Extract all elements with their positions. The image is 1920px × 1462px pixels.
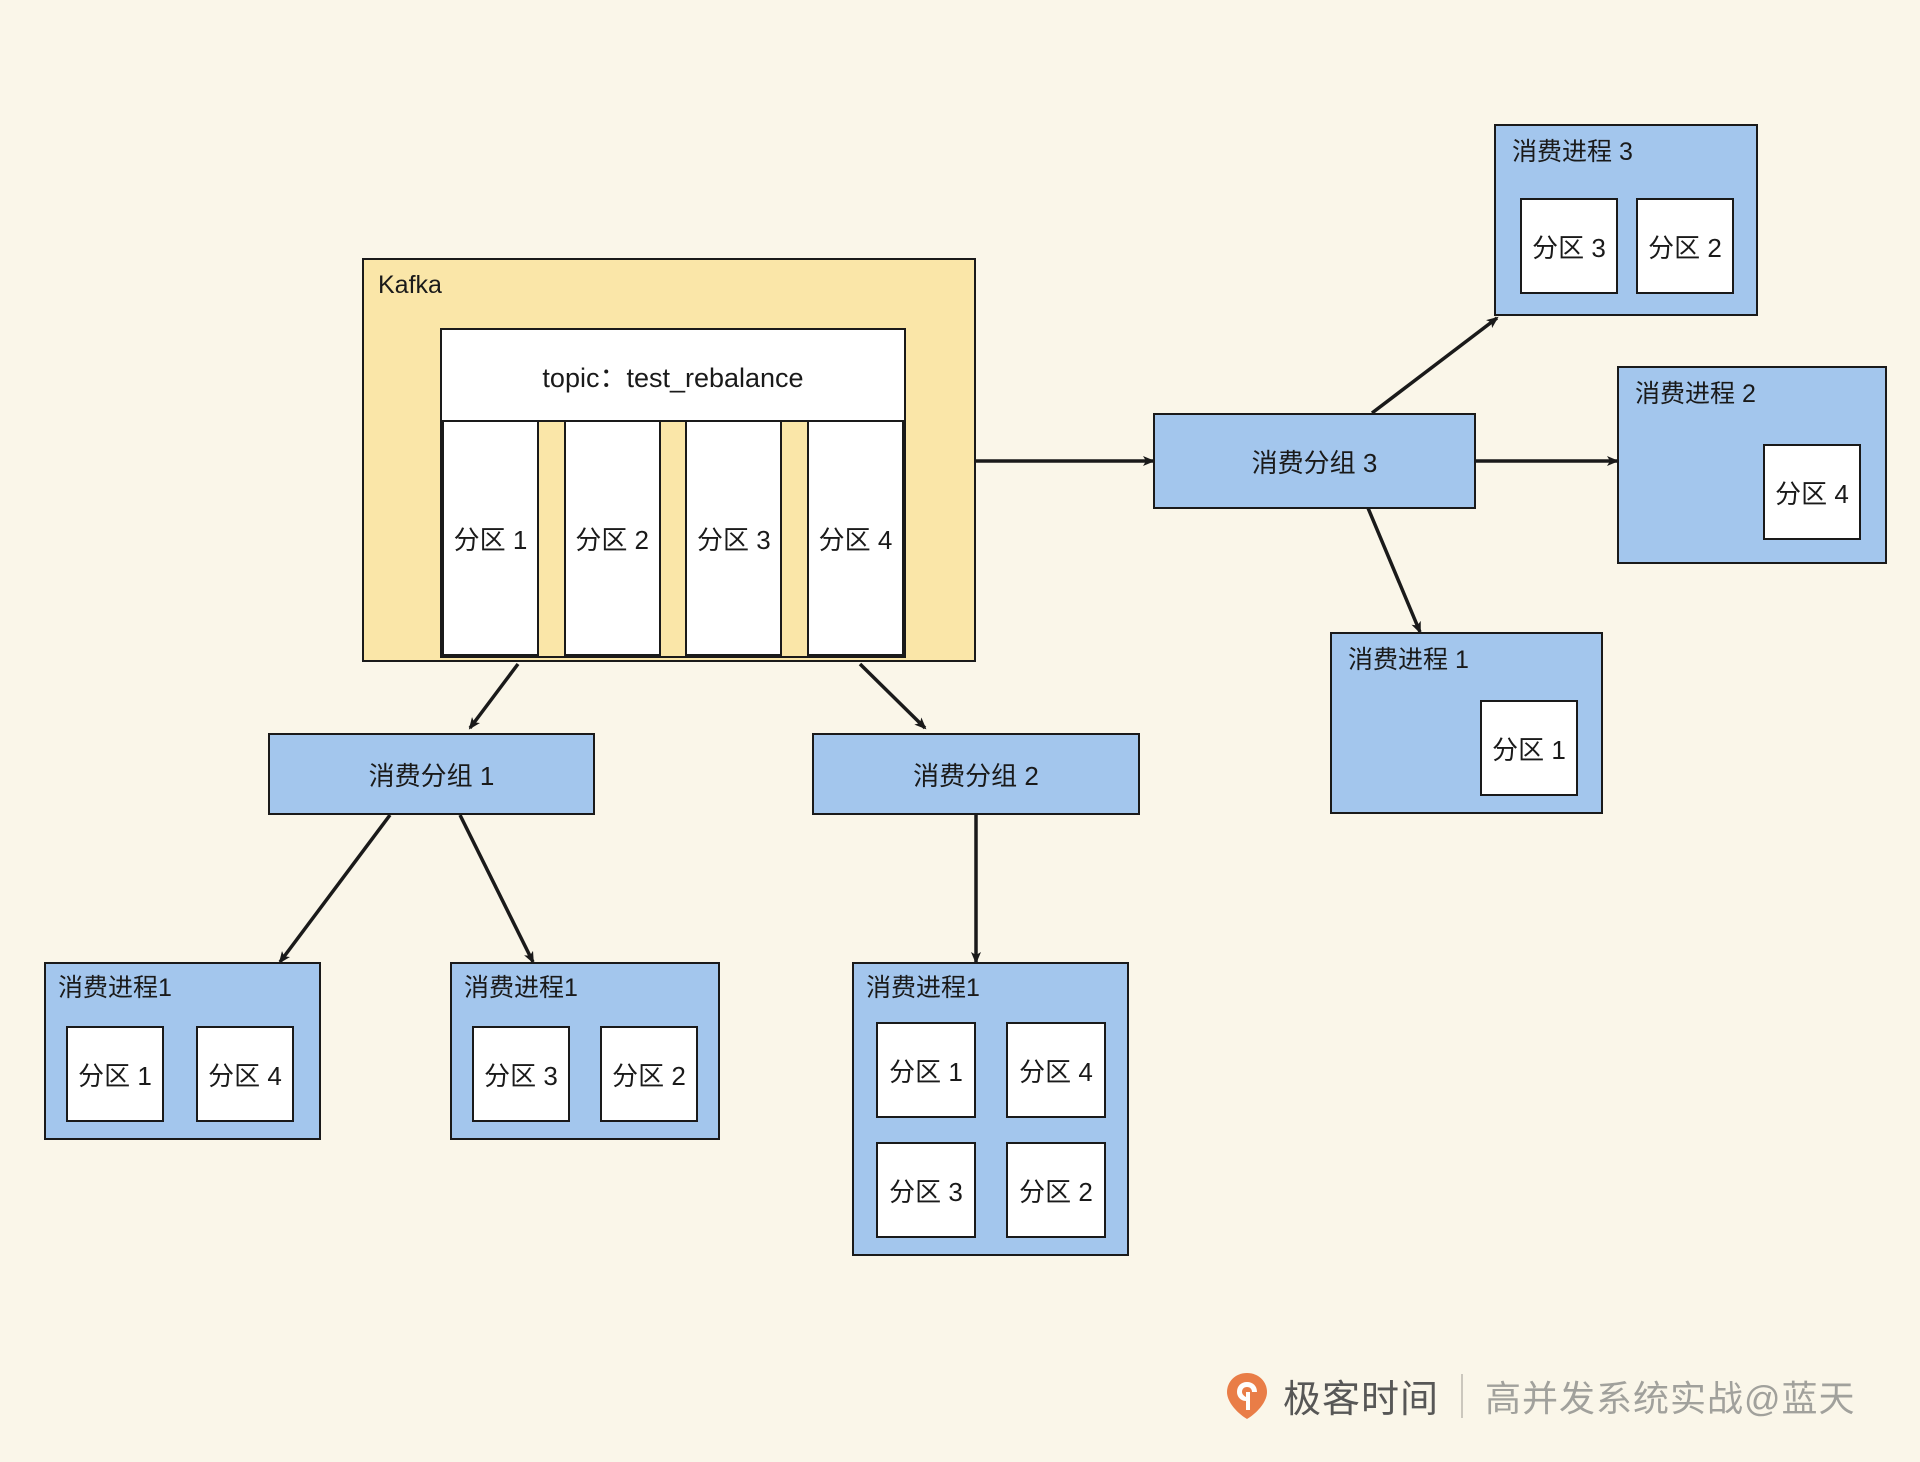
watermark-brand: 极客时间 [1283, 1379, 1440, 1421]
watermark-divider [1461, 1373, 1464, 1418]
consumer-process-1-group3-label: 消费进程 1 [1348, 646, 1469, 674]
edge-group1-to-procA [278, 813, 392, 964]
partition-cell-3[interactable]: 分区 3 [685, 422, 783, 656]
consumer-process-group1-b[interactable]: 消费进程1 分区 3 分区 2 [450, 962, 720, 1140]
partition-cell-4[interactable]: 分区 4 [806, 422, 904, 656]
geekbang-logo-icon [1225, 1371, 1269, 1421]
process3-partition-1[interactable]: 分区 3 [1520, 198, 1618, 294]
edge-group3-to-proc1 [1366, 507, 1422, 634]
consumer-process-group2-label: 消费进程1 [866, 974, 980, 1002]
consumer-process-group1-a[interactable]: 消费进程1 分区 1 分区 4 [44, 962, 321, 1140]
g1a-partition-1[interactable]: 分区 1 [66, 1026, 164, 1122]
g1a-partition-2[interactable]: 分区 4 [196, 1026, 294, 1122]
consumer-group-1[interactable]: 消费分组 1 [268, 733, 595, 815]
consumer-process-2-label: 消费进程 2 [1635, 380, 1756, 408]
watermark: 极客时间 高并发系统实战@蓝天 [1225, 1368, 1856, 1423]
topic-title: topic：test_rebalance [442, 330, 904, 422]
consumer-group-3[interactable]: 消费分组 3 [1153, 413, 1476, 509]
consumer-process-3[interactable]: 消费进程 3 分区 3 分区 2 [1494, 124, 1758, 316]
kafka-label: Kafka [378, 271, 442, 299]
consumer-group-3-label: 消费分组 3 [1251, 447, 1378, 478]
consumer-process-3-label: 消费进程 3 [1512, 138, 1633, 166]
edge-kafka-to-group1 [468, 662, 520, 730]
partition-strip: 分区 1 分区 2 分区 3 分区 4 [442, 422, 904, 656]
process3-partition-2[interactable]: 分区 2 [1636, 198, 1734, 294]
edge-group3-to-proc3 [1370, 316, 1499, 415]
consumer-group-2-label: 消费分组 2 [913, 760, 1039, 791]
g1b-partition-1[interactable]: 分区 3 [472, 1026, 570, 1122]
consumer-process-2[interactable]: 消费进程 2 分区 4 [1617, 366, 1887, 564]
g2-partition-2[interactable]: 分区 4 [1006, 1022, 1106, 1118]
kafka-cluster-box[interactable]: Kafka topic：test_rebalance 分区 1 分区 2 分区 … [362, 258, 976, 662]
consumer-process-group1-a-label: 消费进程1 [58, 974, 172, 1002]
g2-partition-4[interactable]: 分区 2 [1006, 1142, 1106, 1238]
consumer-group-1-label: 消费分组 1 [368, 760, 495, 791]
process1-group3-partition-1[interactable]: 分区 1 [1480, 700, 1578, 796]
consumer-process-group1-b-label: 消费进程1 [464, 974, 578, 1002]
g2-partition-3[interactable]: 分区 3 [876, 1142, 976, 1238]
partition-cell-1[interactable]: 分区 1 [442, 422, 539, 656]
topic-box[interactable]: topic：test_rebalance 分区 1 分区 2 分区 3 分区 4 [440, 328, 906, 658]
consumer-process-group2[interactable]: 消费进程1 分区 1 分区 4 分区 3 分区 2 [852, 962, 1129, 1256]
g1b-partition-2[interactable]: 分区 2 [600, 1026, 698, 1122]
consumer-group-2[interactable]: 消费分组 2 [812, 733, 1140, 815]
g2-partition-1[interactable]: 分区 1 [876, 1022, 976, 1118]
edge-kafka-to-group2 [858, 662, 927, 730]
watermark-subtitle: 高并发系统实战@蓝天 [1485, 1377, 1856, 1419]
process2-partition-1[interactable]: 分区 4 [1763, 444, 1861, 540]
edge-group1-to-procB [458, 814, 535, 964]
consumer-process-1-group3[interactable]: 消费进程 1 分区 1 [1330, 632, 1603, 814]
partition-cell-2[interactable]: 分区 2 [563, 422, 661, 656]
